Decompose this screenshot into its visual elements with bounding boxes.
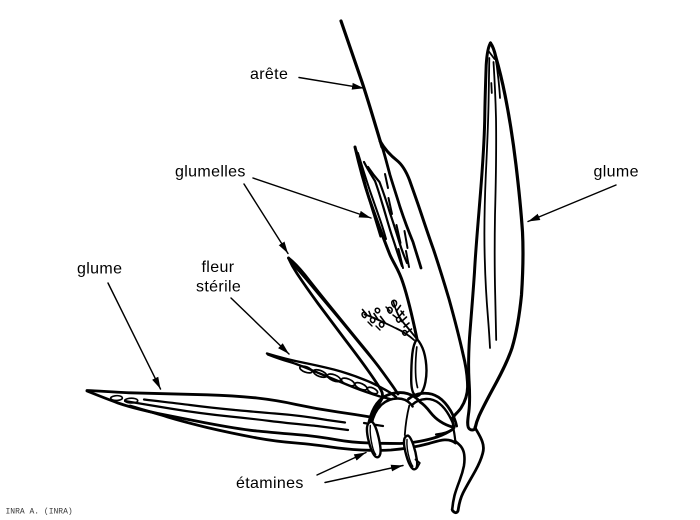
svg-text:INRA A. (INRA): INRA A. (INRA) (6, 508, 73, 517)
svg-text:étamines: étamines (236, 475, 304, 492)
svg-text:glume: glume (594, 164, 639, 181)
svg-text:glumelles: glumelles (175, 164, 246, 181)
svg-text:glume: glume (77, 261, 122, 278)
svg-text:stérile: stérile (196, 279, 241, 296)
svg-text:fleur: fleur (202, 259, 235, 276)
svg-text:arête: arête (250, 66, 288, 83)
